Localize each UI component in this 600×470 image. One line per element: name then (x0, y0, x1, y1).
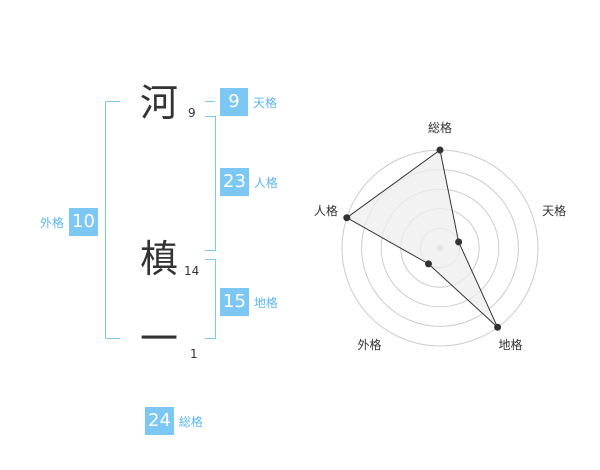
tenkaku-label: 天格 (253, 95, 278, 110)
gaikaku-label: 外格 (40, 215, 65, 230)
gaikaku-badge: 外格 10 (40, 208, 98, 236)
name-char-1: 河 (140, 81, 179, 125)
stroke-count-1: 9 (188, 106, 196, 120)
soukaku-badge: 24 総格 (145, 407, 203, 435)
radar-axis-label-3: 外格 (357, 337, 381, 352)
radar-point-3 (424, 260, 432, 268)
jinkaku-badge: 23 人格 (220, 168, 278, 196)
name-char-2: 槙 (140, 237, 179, 281)
chikaku-value: 15 (220, 288, 249, 316)
gaikaku-bracket (105, 101, 120, 339)
radar-point-2 (494, 323, 502, 331)
soukaku-value: 24 (145, 407, 174, 435)
jinkaku-bracket (205, 116, 216, 251)
gaikaku-value: 10 (69, 208, 98, 236)
radar-axis-label-2: 地格 (499, 337, 523, 352)
tenkaku-bracket (205, 101, 215, 102)
radar-point-4 (343, 214, 351, 222)
jinkaku-value: 23 (220, 168, 249, 196)
radar-point-1 (455, 238, 463, 246)
tenkaku-value: 9 (220, 88, 248, 116)
soukaku-label: 総格 (178, 414, 203, 429)
radar-axis-label-0: 総格 (428, 120, 452, 135)
chikaku-badge: 15 地格 (220, 288, 278, 316)
radar-series-polygon (345, 149, 499, 328)
radar-point-0 (436, 146, 444, 154)
chikaku-bracket (205, 259, 216, 339)
name-char-3: 一 (140, 317, 179, 361)
tenkaku-badge: 9 天格 (220, 88, 277, 116)
jinkaku-label: 人格 (253, 175, 278, 190)
radar-axis-label-1: 天格 (542, 203, 566, 218)
stroke-count-2: 14 (184, 264, 200, 278)
radar-axis-label-4: 人格 (314, 203, 338, 218)
chikaku-label: 地格 (253, 295, 278, 310)
stroke-count-3: 1 (190, 347, 198, 361)
